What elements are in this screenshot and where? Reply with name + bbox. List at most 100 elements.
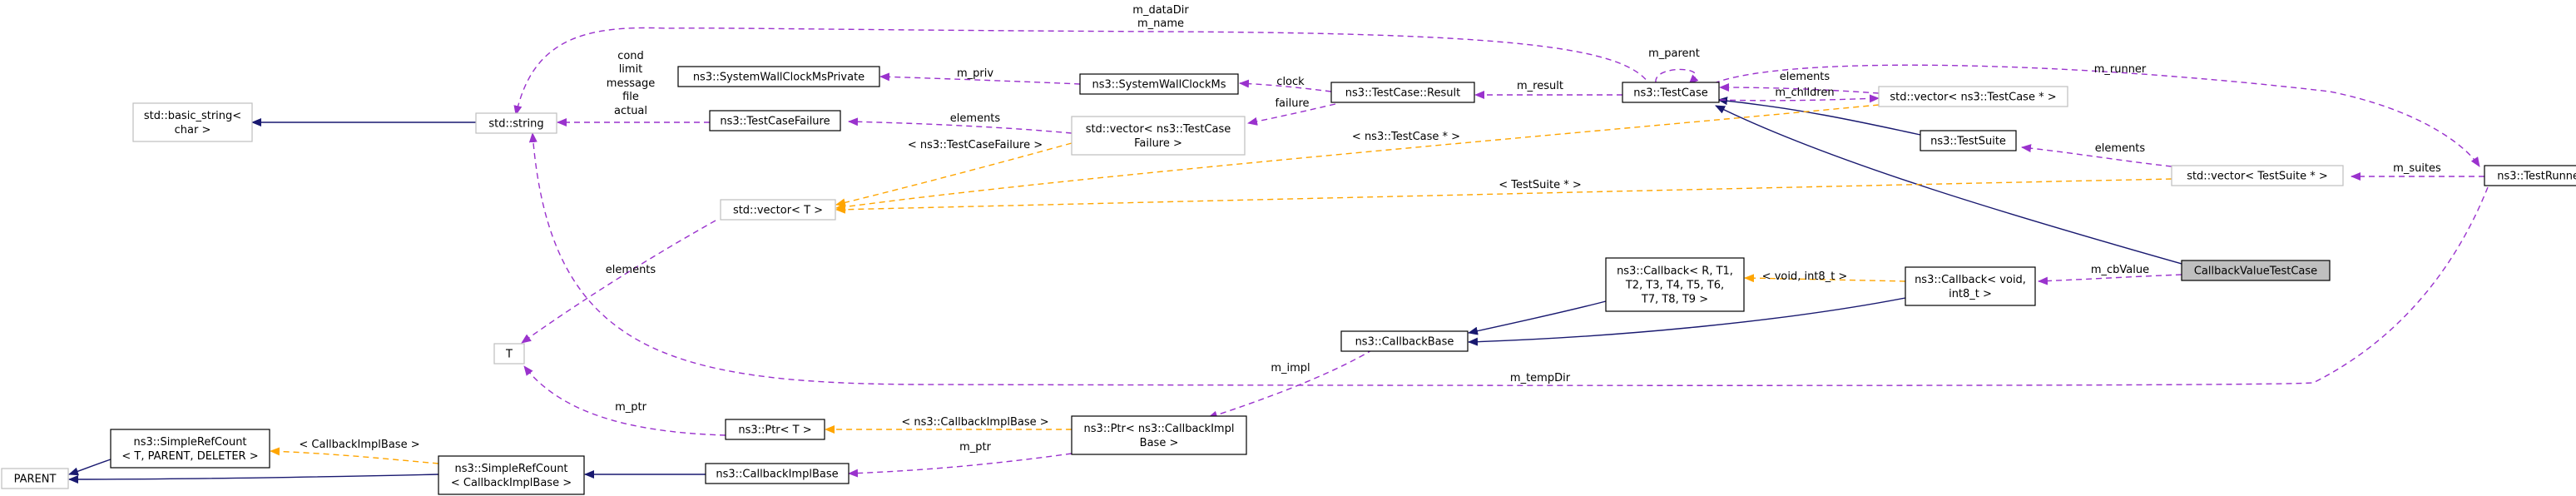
node-box bbox=[677, 66, 880, 87]
node-basic-string[interactable]: std::basic_string<char > bbox=[132, 102, 253, 142]
node-vector-testsuite-ptr[interactable]: std::vector< TestSuite * > bbox=[2171, 165, 2344, 186]
label-tmpl-void-int8: < void, int8_t > bbox=[1762, 270, 1848, 283]
node-label-line: < CallbackImplBase > bbox=[451, 477, 572, 489]
node-label-line: ns3::TestCase bbox=[1633, 87, 1707, 100]
node-label-line: T7, T8, T9 > bbox=[1641, 294, 1708, 306]
node-box bbox=[132, 102, 253, 142]
node-callback-generic[interactable]: ns3::Callback< R, T1,T2, T3, T4, T5, T6,… bbox=[1605, 257, 1745, 312]
node-vector-testcase-ptr[interactable]: std::vector< ns3::TestCase * > bbox=[1878, 86, 2068, 107]
node-testcasefailure[interactable]: ns3::TestCaseFailure bbox=[709, 110, 841, 131]
node-ptr-cbimplbase[interactable]: ns3::Ptr< ns3::CallbackImplBase > bbox=[1071, 415, 1247, 455]
label-elements-failure: elements bbox=[950, 112, 1001, 125]
edge-T-to-ptrT bbox=[523, 365, 726, 436]
node-label-line: < T, PARENT, DELETER > bbox=[121, 450, 258, 463]
node-parent[interactable]: PARENT bbox=[1, 468, 69, 489]
node-std-string[interactable]: std::string bbox=[475, 112, 557, 134]
label-tmpl-testcasefailure: < ns3::TestCaseFailure > bbox=[908, 139, 1043, 151]
edge-labels: m_dataDir m_name m_parent m_runner cond … bbox=[299, 4, 2441, 454]
node-box bbox=[1878, 86, 2068, 107]
node-label-line: T2, T3, T4, T5, T6, bbox=[1625, 280, 1724, 292]
edge-tmpl-testcase-ptr bbox=[835, 104, 1880, 211]
node-label-line: std::vector< T > bbox=[733, 205, 823, 217]
node-box bbox=[1071, 415, 1247, 455]
label-m-result: m_result bbox=[1517, 80, 1563, 92]
node-box bbox=[1920, 130, 2017, 151]
label-actual: actual bbox=[614, 105, 647, 117]
node-label-line: ns3::TestSuite bbox=[1930, 136, 2006, 148]
node-callbackimplbase[interactable]: ns3::CallbackImplBase bbox=[705, 463, 850, 484]
node-label-line: ns3::CallbackBase bbox=[1355, 336, 1454, 349]
label-limit: limit bbox=[619, 63, 643, 76]
edge-simplerefcount-to-parent bbox=[68, 459, 111, 476]
label-m-tempdir: m_tempDir bbox=[1510, 372, 1571, 384]
node-box bbox=[1071, 116, 1246, 156]
node-testcase-result[interactable]: ns3::TestCase::Result bbox=[1330, 82, 1475, 103]
node-label-line: ns3::SystemWallClockMsPrivate bbox=[693, 72, 864, 84]
node-box bbox=[705, 463, 850, 484]
label-m-runner: m_runner bbox=[2094, 63, 2147, 76]
edge-vector-testcase-to-testcase bbox=[1719, 83, 1880, 94]
node-box bbox=[1079, 73, 1239, 95]
node-box bbox=[1605, 257, 1745, 312]
edge-tmpl-void-int8 bbox=[1744, 274, 1906, 283]
node-box bbox=[1340, 330, 1469, 352]
label-clock: clock bbox=[1276, 76, 1305, 88]
node-label-line: ns3::Callback< R, T1, bbox=[1617, 265, 1733, 278]
nodes: std::basic_string<char >std::stringns3::… bbox=[1, 66, 2576, 495]
node-box bbox=[725, 419, 825, 440]
node-label-line: ns3::SimpleRefCount bbox=[454, 463, 567, 475]
edge-testcase-to-vector-testcase bbox=[1719, 94, 1880, 103]
label-message: message bbox=[607, 77, 655, 90]
node-testsuite[interactable]: ns3::TestSuite bbox=[1920, 130, 2017, 151]
label-m-children: m_children bbox=[1775, 87, 1834, 99]
edge-tmpl-testsuite-ptr bbox=[835, 178, 2172, 214]
edge-testsuite-to-vector-suites bbox=[2021, 144, 2172, 167]
node-vector-T[interactable]: std::vector< T > bbox=[720, 199, 836, 221]
node-box bbox=[1330, 82, 1475, 103]
label-file: file bbox=[622, 91, 639, 103]
node-simplerefcount-cb[interactable]: ns3::SimpleRefCount< CallbackImplBase > bbox=[438, 455, 585, 495]
node-vector-testcasefailure[interactable]: std::vector< ns3::TestCaseFailure > bbox=[1071, 116, 1246, 156]
node-T[interactable]: T bbox=[493, 343, 525, 365]
edge-vector-failure-to-result bbox=[1247, 103, 1336, 126]
label-m-datadir: m_dataDir bbox=[1132, 4, 1189, 17]
label-tmpl-testsuite-ptr: < TestSuite * > bbox=[1499, 179, 1581, 191]
edge-callbackimplbase-to-ptr-impl bbox=[848, 453, 1073, 478]
edge-testcase-to-runner-mrunner bbox=[1713, 64, 2480, 167]
edge-callback-void-to-cbvaluetestcase bbox=[2038, 274, 2182, 285]
node-box bbox=[438, 455, 585, 495]
node-label-line: ns3::TestCase::Result bbox=[1345, 87, 1460, 100]
label-tmpl-cbimplbase: < ns3::CallbackImplBase > bbox=[901, 416, 1048, 429]
node-testcase[interactable]: ns3::TestCase bbox=[1622, 82, 1720, 103]
edge-tmpl-cbimplbase2 bbox=[270, 447, 439, 464]
node-box bbox=[475, 112, 557, 134]
node-box bbox=[1905, 266, 2036, 306]
node-box bbox=[2171, 165, 2344, 186]
node-box bbox=[709, 110, 841, 131]
edge-testcase-to-string-mname bbox=[513, 27, 1652, 116]
node-syswall[interactable]: ns3::SystemWallClockMs bbox=[1079, 73, 1239, 95]
node-callbackbase[interactable]: ns3::CallbackBase bbox=[1340, 330, 1469, 352]
edge-callback-generic-to-callbackbase bbox=[1468, 300, 1607, 335]
label-m-parent: m_parent bbox=[1648, 47, 1700, 60]
node-syswall-private[interactable]: ns3::SystemWallClockMsPrivate bbox=[677, 66, 880, 87]
node-ptr-T[interactable]: ns3::Ptr< T > bbox=[725, 419, 825, 440]
node-testrunnerimpl[interactable]: ns3::TestRunnerImpl bbox=[2484, 165, 2576, 186]
edge-testcase-self-mparent bbox=[1655, 68, 1699, 85]
node-label-line: std::string bbox=[488, 118, 543, 131]
node-callback-void[interactable]: ns3::Callback< void,int8_t > bbox=[1905, 266, 2036, 306]
node-label-line: Base > bbox=[1140, 437, 1179, 449]
node-label-line: std::basic_string< bbox=[144, 110, 241, 122]
node-label-line: ns3::TestRunnerImpl bbox=[2497, 171, 2576, 183]
node-label-line: ns3::TestCaseFailure bbox=[720, 116, 830, 128]
node-cbvaluetestcase[interactable]: CallbackValueTestCase bbox=[2181, 260, 2331, 281]
node-label-line: CallbackValueTestCase bbox=[2194, 265, 2317, 278]
label-m-cbvalue: m_cbValue bbox=[2091, 264, 2149, 276]
edge-testsuite-to-testcase bbox=[1717, 97, 1921, 136]
label-m-impl: m_impl bbox=[1271, 362, 1310, 374]
node-simplerefcount[interactable]: ns3::SimpleRefCount< T, PARENT, DELETER … bbox=[110, 429, 270, 469]
edge-simplerefcount-cb-to-parent bbox=[68, 474, 439, 484]
edge-syswall-private-to-syswall bbox=[879, 72, 1081, 85]
edge-cbvaluetestcase-to-testcase bbox=[1715, 105, 2197, 269]
